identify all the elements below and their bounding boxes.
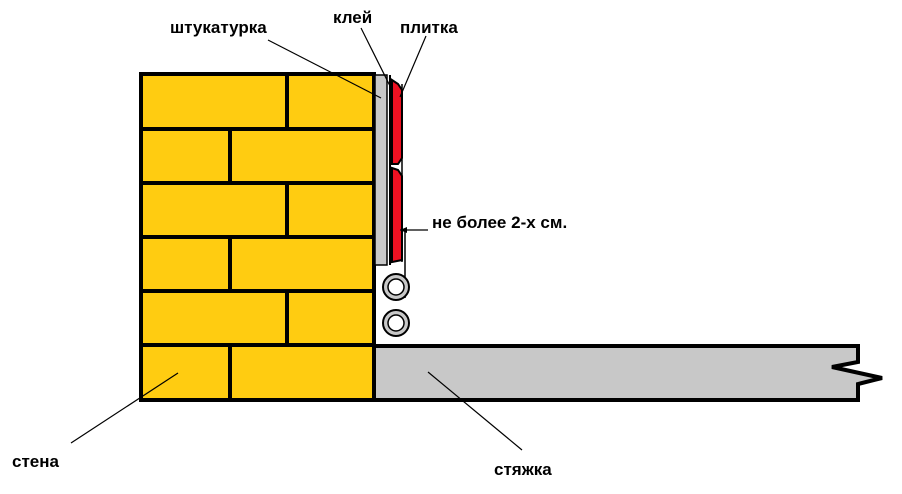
screed-leader-line [427, 371, 523, 451]
damper-tube-lower-hole [387, 314, 405, 332]
brick-wall [139, 72, 376, 402]
glue-leader-line [360, 27, 392, 89]
tile-leader-line [399, 35, 427, 98]
plaster-leader-line [267, 39, 382, 99]
screed-slab [372, 344, 883, 402]
wall-label: стена [12, 452, 60, 471]
tile-label: плитка [400, 18, 458, 37]
glue-label: клей [333, 8, 372, 27]
tile-lower [391, 166, 403, 264]
gap-arrow [400, 227, 407, 233]
tile-upper [391, 78, 403, 165]
wall-leader-line [70, 372, 179, 444]
gap-label: не более 2-х см. [432, 213, 567, 232]
plaster-label: штукатурка [170, 18, 267, 37]
screed-break-symbol [831, 361, 883, 385]
screed-label: стяжка [494, 460, 552, 479]
damper-tube-upper-hole [387, 278, 405, 296]
plaster-layer [374, 74, 388, 266]
